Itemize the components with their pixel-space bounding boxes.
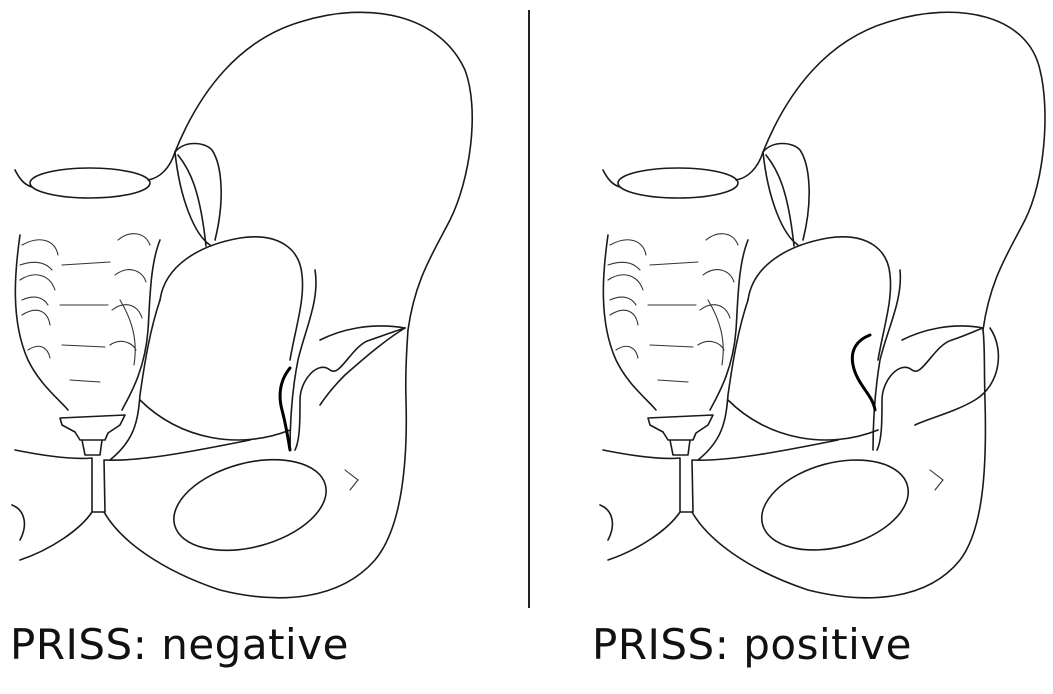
pubic-left [12, 505, 92, 560]
sacral-midline [648, 262, 698, 382]
sacral-promontory [618, 168, 738, 198]
hip-mark [345, 470, 358, 490]
ischium-outline [104, 330, 408, 598]
pubic-left [600, 505, 680, 560]
coccyx [60, 415, 125, 455]
symphysis-left [603, 440, 838, 512]
iliac-wing-outline [763, 12, 1045, 330]
acetabular-line [290, 270, 316, 450]
caption-negative: PRISS: negative [10, 624, 349, 666]
sacrum-left-edge [15, 235, 68, 410]
coccyx [648, 415, 713, 455]
sacrum-left-edge [603, 235, 656, 410]
pelvis-drawing-negative [0, 0, 520, 620]
posterior-wall [320, 328, 405, 405]
caption-positive: PRISS: positive [592, 624, 912, 666]
sacral-midline [60, 262, 110, 382]
teardrop [877, 328, 983, 450]
hip-mark [930, 470, 943, 490]
sacral-foramina-right [698, 234, 738, 365]
sacral-foramina-left [20, 240, 58, 358]
ischium-outline [692, 330, 985, 598]
sacral-foramina-right [110, 234, 150, 365]
teardrop [295, 328, 405, 450]
sacral-promontory [30, 168, 150, 198]
sacral-foramina-left [608, 240, 646, 358]
pelvis-diagram-negative [0, 0, 520, 620]
pelvis-drawing-positive [535, 0, 1053, 620]
sacrum-top-line [603, 152, 763, 187]
obturator-foramen [752, 445, 919, 565]
pelvic-inlet [160, 237, 303, 360]
pelvic-inlet [748, 237, 891, 360]
ischial-spine-prominent [852, 335, 875, 410]
sacrum-top-line [15, 152, 175, 187]
acetabular-line [873, 270, 900, 450]
pelvis-diagram-positive [535, 0, 1053, 620]
symphysis-left [15, 440, 250, 512]
ischial-spine-line [280, 368, 290, 450]
obturator-foramen [164, 444, 336, 566]
panel-divider [528, 10, 530, 608]
